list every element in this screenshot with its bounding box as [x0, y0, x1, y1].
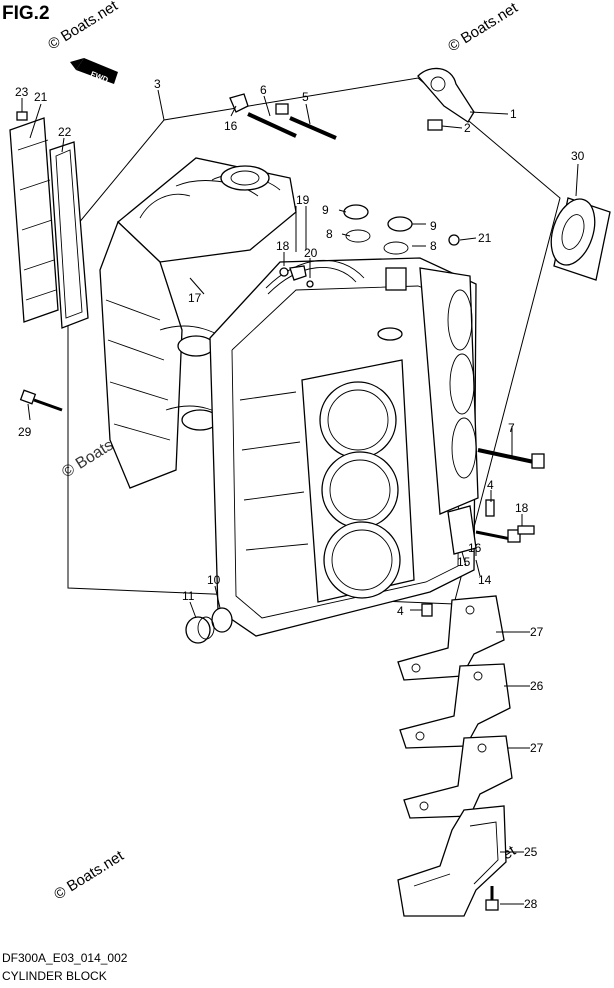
callout-29[interactable]: 29	[18, 425, 32, 439]
callout-16[interactable]: 16	[468, 541, 482, 555]
callout-8-right[interactable]: 8	[430, 239, 437, 253]
callout-3[interactable]: 3	[154, 77, 161, 91]
callout-18[interactable]: 18	[276, 239, 290, 253]
callout-17[interactable]: 18	[515, 501, 529, 515]
watermark-bottom-left: © Boats.net	[51, 847, 127, 904]
diagram-caption: CYLINDER BLOCK	[2, 969, 107, 983]
watermark-top-right: © Boats.net	[445, 0, 521, 55]
callouts: 23 21 22 3 16 6 5 1 2 30 19 9 8 9 8 21 1…	[15, 77, 585, 911]
bolt-29	[19, 389, 63, 412]
callout-13[interactable]: 17	[188, 291, 202, 305]
callout-4-upper[interactable]: 4	[487, 478, 494, 492]
plug-11	[185, 616, 215, 644]
callout-6[interactable]: 6	[260, 83, 267, 97]
cylinder-block	[99, 157, 479, 637]
callout-21[interactable]: 21	[478, 231, 492, 245]
nut-12	[229, 93, 249, 113]
callout-7[interactable]: 7	[508, 421, 515, 435]
bolt-7	[477, 448, 545, 469]
cover-gasket	[49, 141, 89, 329]
clip-18-20	[279, 265, 314, 288]
callout-27-lower[interactable]: 27	[530, 741, 544, 755]
callout-5[interactable]: 5	[302, 90, 309, 104]
callout-14[interactable]: 14	[478, 573, 492, 587]
callout-25[interactable]: 25	[524, 845, 538, 859]
exhaust-cover-25	[397, 805, 507, 917]
callout-24[interactable]: 23	[15, 85, 29, 99]
cover-plate	[9, 117, 59, 323]
callout-2[interactable]: 2	[464, 121, 471, 135]
callout-10[interactable]: 10	[207, 573, 221, 587]
bolt-24	[16, 111, 28, 121]
figure-title: FIG.2	[2, 3, 50, 24]
callout-9-left[interactable]: 9	[322, 203, 329, 217]
callout-26[interactable]: 26	[530, 679, 544, 693]
model-code: DF300A_E03_014_002	[2, 951, 128, 965]
seal-10	[211, 607, 233, 633]
callout-22[interactable]: 21	[34, 90, 48, 104]
callout-11[interactable]: 11	[182, 589, 195, 603]
callout-9-right[interactable]: 9	[430, 219, 437, 233]
callout-30[interactable]: 30	[571, 149, 585, 163]
callout-12[interactable]: 16	[224, 119, 238, 133]
callout-15[interactable]: 15	[457, 555, 471, 569]
plug-left	[343, 204, 371, 243]
fwd-arrow-icon: FWD	[70, 58, 118, 85]
exhaust-gasket-27-lower	[403, 735, 513, 819]
bolt-28	[485, 886, 499, 911]
callout-27-upper[interactable]: 27	[530, 625, 544, 639]
plug-21	[448, 234, 460, 246]
plug-right	[383, 216, 413, 255]
callout-8-left[interactable]: 8	[326, 227, 333, 241]
callout-23[interactable]: 22	[58, 125, 72, 139]
leader-lines	[21, 89, 579, 905]
callout-20[interactable]: 20	[304, 246, 318, 260]
bracket-1	[417, 67, 475, 123]
sensor-bracket-14-17	[447, 499, 535, 555]
callout-1[interactable]: 1	[510, 107, 517, 121]
callout-28[interactable]: 28	[524, 897, 538, 911]
bolt-4-lower	[421, 603, 433, 617]
bolt-2	[427, 119, 443, 131]
oil-filter	[550, 197, 611, 281]
callout-4-lower[interactable]: 4	[397, 604, 404, 618]
watermark-top-center: © Boats.net	[45, 0, 121, 53]
callout-19[interactable]: 19	[296, 193, 310, 207]
stud-bolts	[247, 103, 337, 140]
